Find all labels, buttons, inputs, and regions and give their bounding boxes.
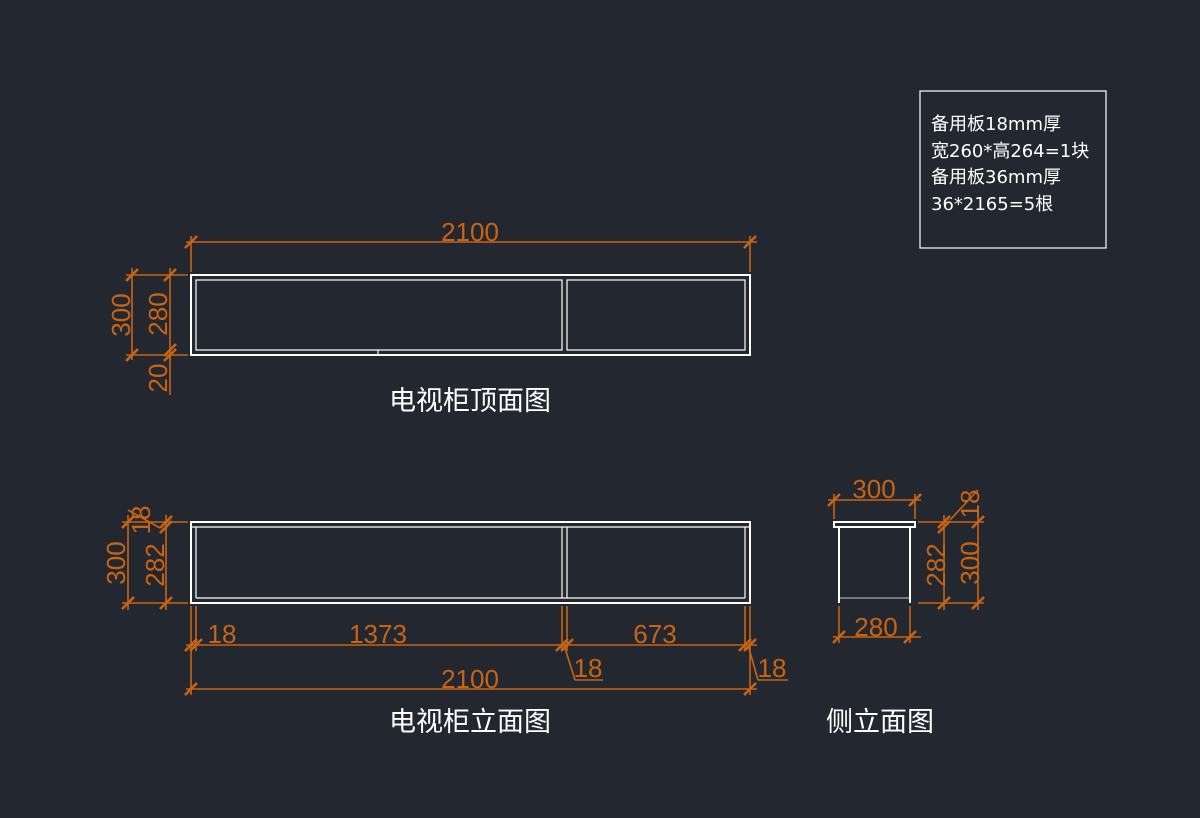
note-box-frame xyxy=(919,90,1107,249)
side-top-depth-label: 300 xyxy=(852,474,895,504)
front-left-panel-label: 18 xyxy=(208,619,237,649)
top-width-label: 2100 xyxy=(441,217,499,247)
front-right-panel-label: 18 xyxy=(758,653,787,683)
front-height-total-label: 300 xyxy=(101,541,131,584)
side-inner-height-dimension: 282 xyxy=(918,515,984,610)
top-view-title: 电视柜顶面图 xyxy=(389,386,551,417)
side-height-total-label: 300 xyxy=(955,541,985,584)
front-top-thickness-label: 18 xyxy=(126,506,156,535)
top-width-dimension: 2100 xyxy=(184,217,757,272)
front-total-width-label: 2100 xyxy=(441,664,499,694)
side-top-thickness-dimension: 18 xyxy=(949,489,985,521)
front-left-bay-label: 1373 xyxy=(349,619,407,649)
side-top-depth-dimension: 300 xyxy=(827,474,922,519)
side-view-cabinet-outline xyxy=(833,521,916,603)
side-inner-height-label: 282 xyxy=(921,543,951,586)
top-back-dimension: 20 xyxy=(143,348,177,395)
front-view: 300 282 18 xyxy=(101,506,788,738)
spare-panel-note: 备用板18mm厚 宽260*高264=1块 备用板36mm厚 36*2165=5… xyxy=(919,90,1107,249)
front-view-cabinet-outline xyxy=(190,521,751,604)
side-bottom-depth-dimension: 280 xyxy=(832,606,921,644)
note-line-3: 备用板36mm厚 xyxy=(931,167,1061,188)
front-right-bay-label: 673 xyxy=(633,619,676,649)
side-top-thickness-label: 18 xyxy=(955,490,985,519)
front-segment-dimensions: 18 1373 673 18 18 xyxy=(184,606,788,683)
side-bottom-depth-label: 280 xyxy=(854,612,897,642)
top-view: 2100 300 280 20 电视柜顶面图 xyxy=(106,217,757,417)
note-line-2: 宽260*高264=1块 xyxy=(931,141,1089,162)
note-line-4: 36*2165=5根 xyxy=(931,194,1053,215)
top-back-label: 20 xyxy=(143,364,173,393)
side-view: 300 280 282 300 xyxy=(826,474,985,738)
top-view-cabinet-outline xyxy=(190,274,751,356)
top-depth-inner-label: 280 xyxy=(143,292,173,335)
top-depth-total-dimension: 300 xyxy=(106,268,188,362)
top-depth-total-label: 300 xyxy=(106,293,136,336)
front-total-width-dimension: 2100 xyxy=(184,651,757,696)
front-top-thickness-dimension: 18 xyxy=(126,506,161,535)
note-line-1: 备用板18mm厚 xyxy=(931,114,1061,135)
side-view-title: 侧立面图 xyxy=(826,707,934,738)
front-mid-panel-label: 18 xyxy=(574,653,603,683)
top-depth-inner-dimension: 280 xyxy=(143,268,177,360)
side-height-total-dimension: 300 xyxy=(955,515,985,610)
front-inner-height-label: 282 xyxy=(140,543,170,586)
front-inner-height-dimension: 282 xyxy=(140,515,173,610)
front-height-total-dimension: 300 xyxy=(101,515,188,610)
front-view-title: 电视柜立面图 xyxy=(389,707,551,738)
